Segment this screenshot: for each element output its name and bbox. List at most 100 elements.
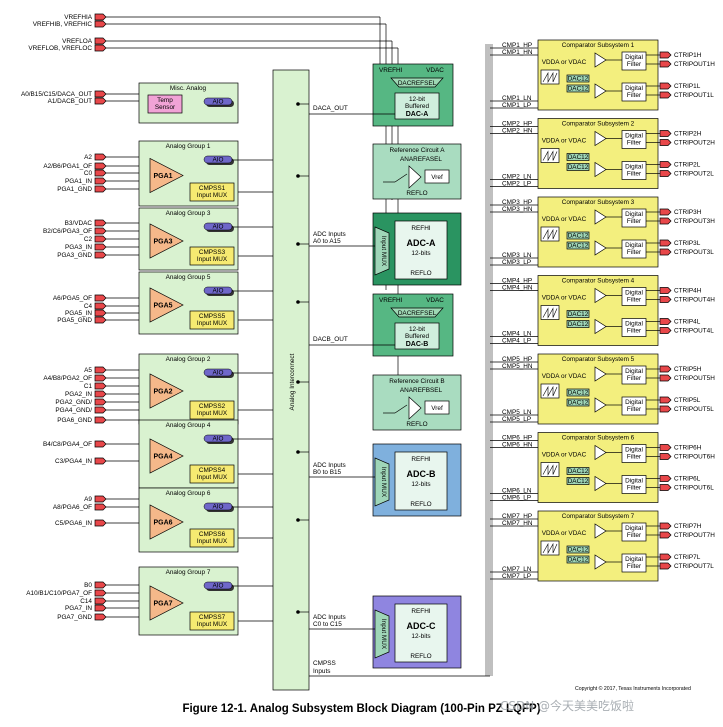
cmpss-mux-label: Input MUX (197, 410, 228, 417)
digital-filter-low (621, 239, 647, 259)
analog-interconnect-label: Analog Interconnect (289, 353, 296, 410)
misc-pin (94, 97, 107, 105)
group-pin (94, 519, 107, 527)
group-pin (94, 374, 107, 382)
dac12-low (566, 555, 590, 564)
comparator-output-pin (659, 396, 672, 404)
dac-refsel-label: DACREFSEL (398, 80, 437, 87)
aio-badge (203, 581, 233, 590)
dac12-label: DAC12 (568, 76, 589, 83)
ref-switch (394, 173, 408, 183)
adc-input-label: ADC Inputs (313, 462, 346, 469)
aio-badge (203, 155, 233, 164)
group-pin (94, 416, 107, 424)
comparator-output-pin (659, 374, 672, 382)
group-pin (94, 495, 107, 503)
group-pin (94, 169, 107, 177)
comparator-input-label: CMP4_HN (502, 285, 533, 292)
vref-pin (94, 37, 107, 45)
digital-filter-low (621, 475, 647, 494)
comparator-output-pin (659, 208, 672, 216)
comparator-output-pin (659, 553, 672, 561)
group-pin (94, 440, 107, 448)
pga-amplifier (149, 223, 184, 259)
comparator-input-label: CMP3_HP (502, 199, 532, 206)
comparator-output-label: CTRIP5H (674, 366, 702, 373)
adc-reflo-label: REFLO (410, 501, 431, 508)
dac-vrefhi-label: VREFHI (379, 67, 403, 74)
dac-ref-mux (390, 77, 444, 88)
adc-refhi-label: REFHI (411, 225, 430, 232)
comparator-output-pin (659, 217, 672, 225)
dac12-low (566, 320, 590, 328)
pga-amplifier (149, 373, 184, 409)
filter-label: Filter (627, 375, 642, 382)
cmpss-mux-label: Input MUX (197, 474, 228, 481)
filter-label: Filter (627, 532, 642, 539)
comparator-output-label: CTRIP1L (674, 83, 701, 90)
group-pin (94, 589, 107, 597)
adc-refhi-label: REFHI (411, 608, 430, 615)
daca-out-label: DACA_OUT (313, 105, 348, 112)
vref-pin-label: VREFHIB, VREFHIC (33, 21, 93, 28)
ref-reflo-label: REFLO (406, 190, 427, 197)
comparator-high (594, 130, 607, 147)
group-pin-label: PGA6_GND (57, 417, 92, 424)
dac12-label: DAC12 (568, 311, 589, 318)
cmpss-input-mux (189, 611, 235, 631)
group-pin (94, 309, 107, 317)
group-pin (94, 382, 107, 390)
comparator-input-label: CMP3_HN (502, 206, 533, 213)
filter-label: Filter (627, 61, 642, 68)
group-pin (94, 398, 107, 406)
cmpss-mux-label: CMPSS2 (199, 403, 226, 410)
digital-filter-low (621, 82, 647, 102)
adc-name: ADC-B (407, 469, 436, 479)
group-pin-label: C5/PGA6_IN (55, 520, 92, 527)
digital-filter-high (621, 51, 647, 71)
group-pin-label: A5 (84, 367, 92, 374)
dac-name: DAC-B (406, 341, 429, 348)
ramp-generator (540, 383, 560, 399)
comparator-input-label: CMP4_LN (502, 331, 532, 338)
adc-refhi-label: REFHI (411, 456, 430, 463)
comparator-output-pin (659, 130, 672, 137)
comparator-output-label: CTRIP7H (674, 523, 702, 530)
adc-input-label: ADC Inputs (313, 614, 346, 621)
adc-mux-label: Input MUX (380, 619, 387, 650)
pga-label: PGA4 (153, 454, 172, 461)
digital-filter-high (621, 444, 647, 463)
dac-name: DAC-A (406, 111, 429, 118)
filter-label: Digital (625, 321, 643, 328)
analog-group-title: Analog Group 5 (166, 274, 211, 281)
aio-label: AIO (212, 369, 223, 376)
comparator-output-label: CTRIP7L (674, 554, 701, 561)
aio-badge (203, 502, 233, 511)
dac12-label: DAC12 (568, 478, 589, 485)
filter-label: Digital (625, 399, 643, 406)
adc-input-label: A0 to A15 (313, 238, 341, 245)
analog-group-title: Analog Group 7 (166, 569, 211, 576)
ramp-waveform (542, 307, 558, 319)
pga-amplifier (149, 287, 184, 323)
pga-label: PGA7 (153, 601, 172, 608)
comparator-low (594, 554, 607, 570)
figure-caption: Figure 12-1. Analog Subsystem Block Diag… (182, 703, 541, 715)
vref-pin (94, 13, 107, 21)
cmpss-mux-label: CMPSS6 (199, 531, 226, 538)
dac12-high (566, 231, 590, 240)
cmpss-mux-label: CMPSS1 (199, 185, 226, 192)
comparator-output-label: CTRIP5L (674, 397, 701, 404)
vref-box (424, 400, 450, 415)
filter-label: Digital (625, 478, 643, 485)
comparator-title: Comparator Subsystem 7 (562, 513, 635, 520)
comparator-output-label: CTRIP2H (674, 131, 702, 138)
pga-amplifier (149, 438, 184, 474)
comparator-input-label: CMP2_LP (502, 181, 531, 188)
adc-input-label: ADC Inputs (313, 231, 346, 238)
dac12-label: DAC12 (568, 547, 589, 554)
ramp-waveform (542, 464, 558, 476)
comparator-output-label: CTRIPOUT5L (674, 406, 714, 413)
ramp-waveform (542, 150, 558, 162)
comparator-input-label: CMP2_HP (502, 121, 532, 128)
